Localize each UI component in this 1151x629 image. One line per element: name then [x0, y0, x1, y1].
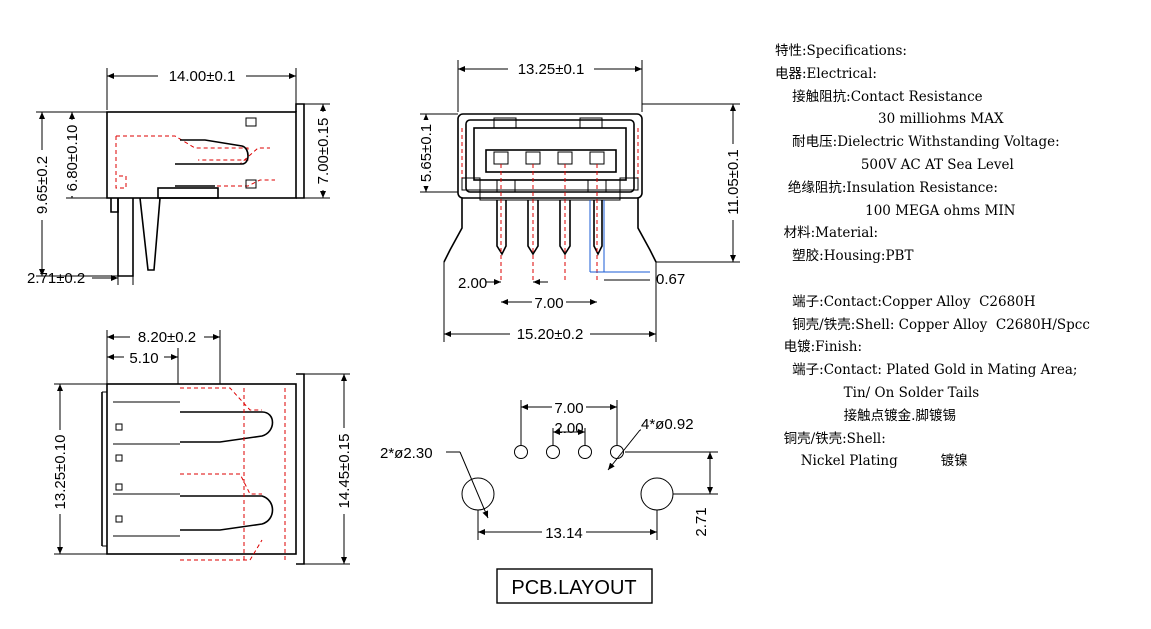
spec-line: 铜壳/铁壳:Shell: [775, 430, 886, 447]
side-pin-offset-dim: 2.71±0.2 [27, 270, 85, 287]
front-view: 13.25±0.1 0.67 [417, 60, 742, 343]
pcb-row-offset-dim: 2.71 [693, 507, 710, 536]
top-total-width-dim: 14.45±0.15 [336, 434, 353, 509]
spec-line: Tin/ On Solder Tails [775, 384, 980, 401]
front-leg-span-dim: 15.20±0.2 [517, 326, 584, 343]
spec-line: 铜壳/铁壳:Shell: Copper Alloy C2680H/Spcc [775, 316, 1090, 333]
pcb-pin-hole [578, 445, 592, 459]
front-total-height-dim: 11.05±0.1 [725, 149, 742, 215]
pcb-pin-span-dim: 7.00 [554, 400, 583, 417]
spec-line [775, 268, 1145, 291]
spec-line: 端子:Contact: Plated Gold in Mating Area; [775, 362, 1078, 379]
spec-line: 100 MEGA ohms MIN [775, 202, 1016, 219]
side-total-height-dim: 9.65±0.2 [34, 156, 51, 214]
front-opening-height-dim: 5.65±0.1 [418, 124, 435, 182]
spec-line: 接触阻抗:Contact Resistance [775, 88, 983, 105]
pcb-title-box [496, 568, 653, 604]
top-view: 8.20±0.2 5.10 13.25±0.10 14.4 [51, 328, 353, 565]
pcb-hole-span-dim: 13.14 [545, 525, 583, 542]
side-right-height-dim: 7.00±0.15 [315, 118, 332, 185]
top-depth-dim: 8.20±0.2 [138, 329, 196, 346]
spec-line: 塑胶:Housing:PBT [775, 248, 914, 265]
spec-line: 接触点镀金.脚镀锡 [775, 407, 956, 424]
spec-line: 30 milliohms MAX [775, 111, 1004, 128]
specifications-block: 特性:Specifications: 电器:Electrical: 接触阻抗:Co… [775, 40, 1145, 473]
spec-line: Nickel Plating 镀镍 [775, 453, 968, 470]
spec-line: 电镀:Finish: [775, 339, 862, 356]
pcb-mount-hole [640, 477, 674, 511]
pcb-pitch-dim: 2.00 [554, 420, 583, 437]
side-view: 14.00±0.1 9.65±0.2 6.80±0.10 7.00±0.15 [27, 67, 332, 287]
spec-line: 绝缘阻抗:Insulation Resistance: [775, 179, 998, 196]
side-body-height-dim: 6.80±0.10 [64, 125, 81, 192]
spec-line: 电器:Electrical: [775, 65, 877, 82]
front-outer-pin-span-dim: 7.00 [534, 295, 563, 312]
spec-line: 端子:Contact:Copper Alloy C2680H [775, 293, 1036, 310]
front-pitch-dim: 2.00 [458, 275, 487, 292]
spec-line: 耐电压:Dielectric Withstanding Voltage: [775, 134, 1060, 151]
spec-line: 材料:Material: [775, 225, 879, 242]
top-width-dim: 13.25±0.10 [52, 435, 69, 510]
pcb-layout: 7.00 2.00 4*ø0.92 2*ø2.30 13.14 2.71 PCB… [380, 399, 718, 604]
pcb-pin-hole [610, 445, 624, 459]
front-width-dim: 13.25±0.1 [518, 61, 585, 78]
pcb-large-holes-dim: 2*ø2.30 [380, 445, 433, 462]
top-pin-row-dim: 5.10 [129, 350, 158, 367]
pcb-small-holes-dim: 4*ø0.92 [641, 416, 694, 433]
spec-line: 500V AC AT Sea Level [775, 156, 1014, 173]
pcb-title: PCB.LAYOUT [511, 577, 636, 599]
side-width-dim: 14.00±0.1 [169, 68, 236, 85]
front-pin-width-dim: 0.67 [656, 271, 685, 288]
spec-line: 特性:Specifications: [775, 43, 907, 59]
pcb-pin-hole [514, 445, 528, 459]
pcb-pin-hole [546, 445, 560, 459]
